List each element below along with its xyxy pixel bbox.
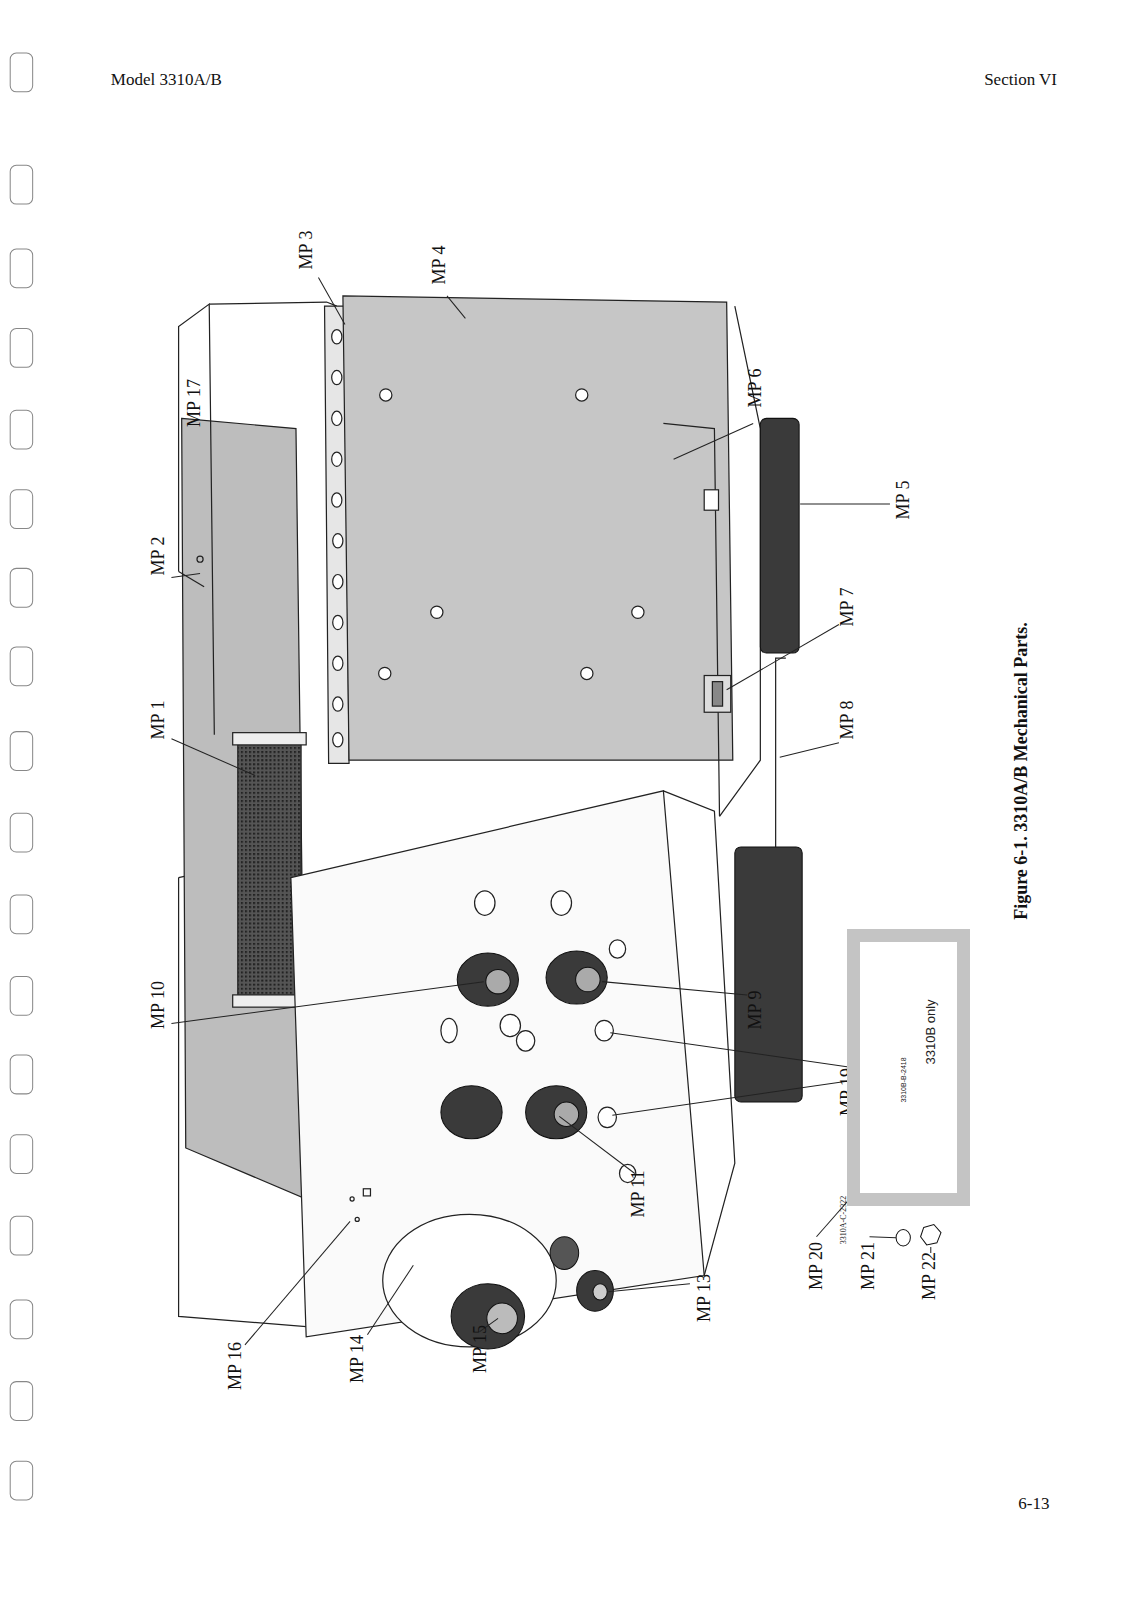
callout-number: MP 20 <box>807 1242 825 1290</box>
binding-hole <box>10 1135 32 1174</box>
callout-number: MP 1 <box>149 700 167 739</box>
callout-number: MP 13 <box>695 1274 713 1322</box>
inset-title: 3310B only <box>923 1000 936 1065</box>
callout-number: MP 14 <box>348 1335 366 1383</box>
callout-number: MP 5 <box>894 481 912 520</box>
binding-hole <box>10 490 32 529</box>
drawing-number: 3310B-B-2418 <box>900 1058 907 1103</box>
inset-panel: 3310B only 3310B-B-2418 <box>847 929 969 1207</box>
page-header: 6-13 <box>1018 1495 1049 1512</box>
callout-number: MP 7 <box>838 588 856 627</box>
callout-number: MP 11 <box>629 1170 647 1217</box>
callout-number: MP 4 <box>430 246 448 285</box>
page-header: Section VI <box>984 70 1057 87</box>
callout-number: MP 8 <box>838 700 856 739</box>
callout-number: MP 6 <box>746 368 764 407</box>
binding-hole <box>10 410 32 449</box>
binding-hole <box>10 329 32 368</box>
callout-number: MP 10 <box>149 981 167 1029</box>
binding-hole <box>10 53 32 92</box>
callout-number: MP 9 <box>746 991 764 1030</box>
binding-hole <box>10 813 32 852</box>
binding-hole <box>10 647 32 686</box>
binding-hole <box>10 732 32 771</box>
binding-holes <box>10 53 32 1500</box>
callout-number: MP 21 <box>859 1242 877 1290</box>
binding-hole <box>10 1382 32 1421</box>
binding-hole <box>10 895 32 934</box>
binding-hole <box>10 1300 32 1339</box>
figure-caption: Figure 6-1. 3310A/B Mechanical Parts. <box>1012 622 1030 920</box>
binding-hole <box>10 1055 32 1094</box>
binding-hole <box>10 165 32 204</box>
callout-number: MP 17 <box>185 379 203 427</box>
callout-number: MP 15 <box>471 1325 489 1373</box>
binding-hole <box>10 1216 32 1255</box>
binding-hole <box>10 1461 32 1500</box>
callout-number: MP 3 <box>297 231 315 270</box>
callout-number: MP 2 <box>149 537 167 576</box>
callout-number: MP 22 <box>920 1252 938 1300</box>
page-header: Model 3310A/B <box>111 70 222 87</box>
binding-hole <box>10 977 32 1016</box>
binding-hole <box>10 568 32 607</box>
binding-hole <box>10 249 32 288</box>
callout-number: MP 16 <box>226 1342 244 1390</box>
